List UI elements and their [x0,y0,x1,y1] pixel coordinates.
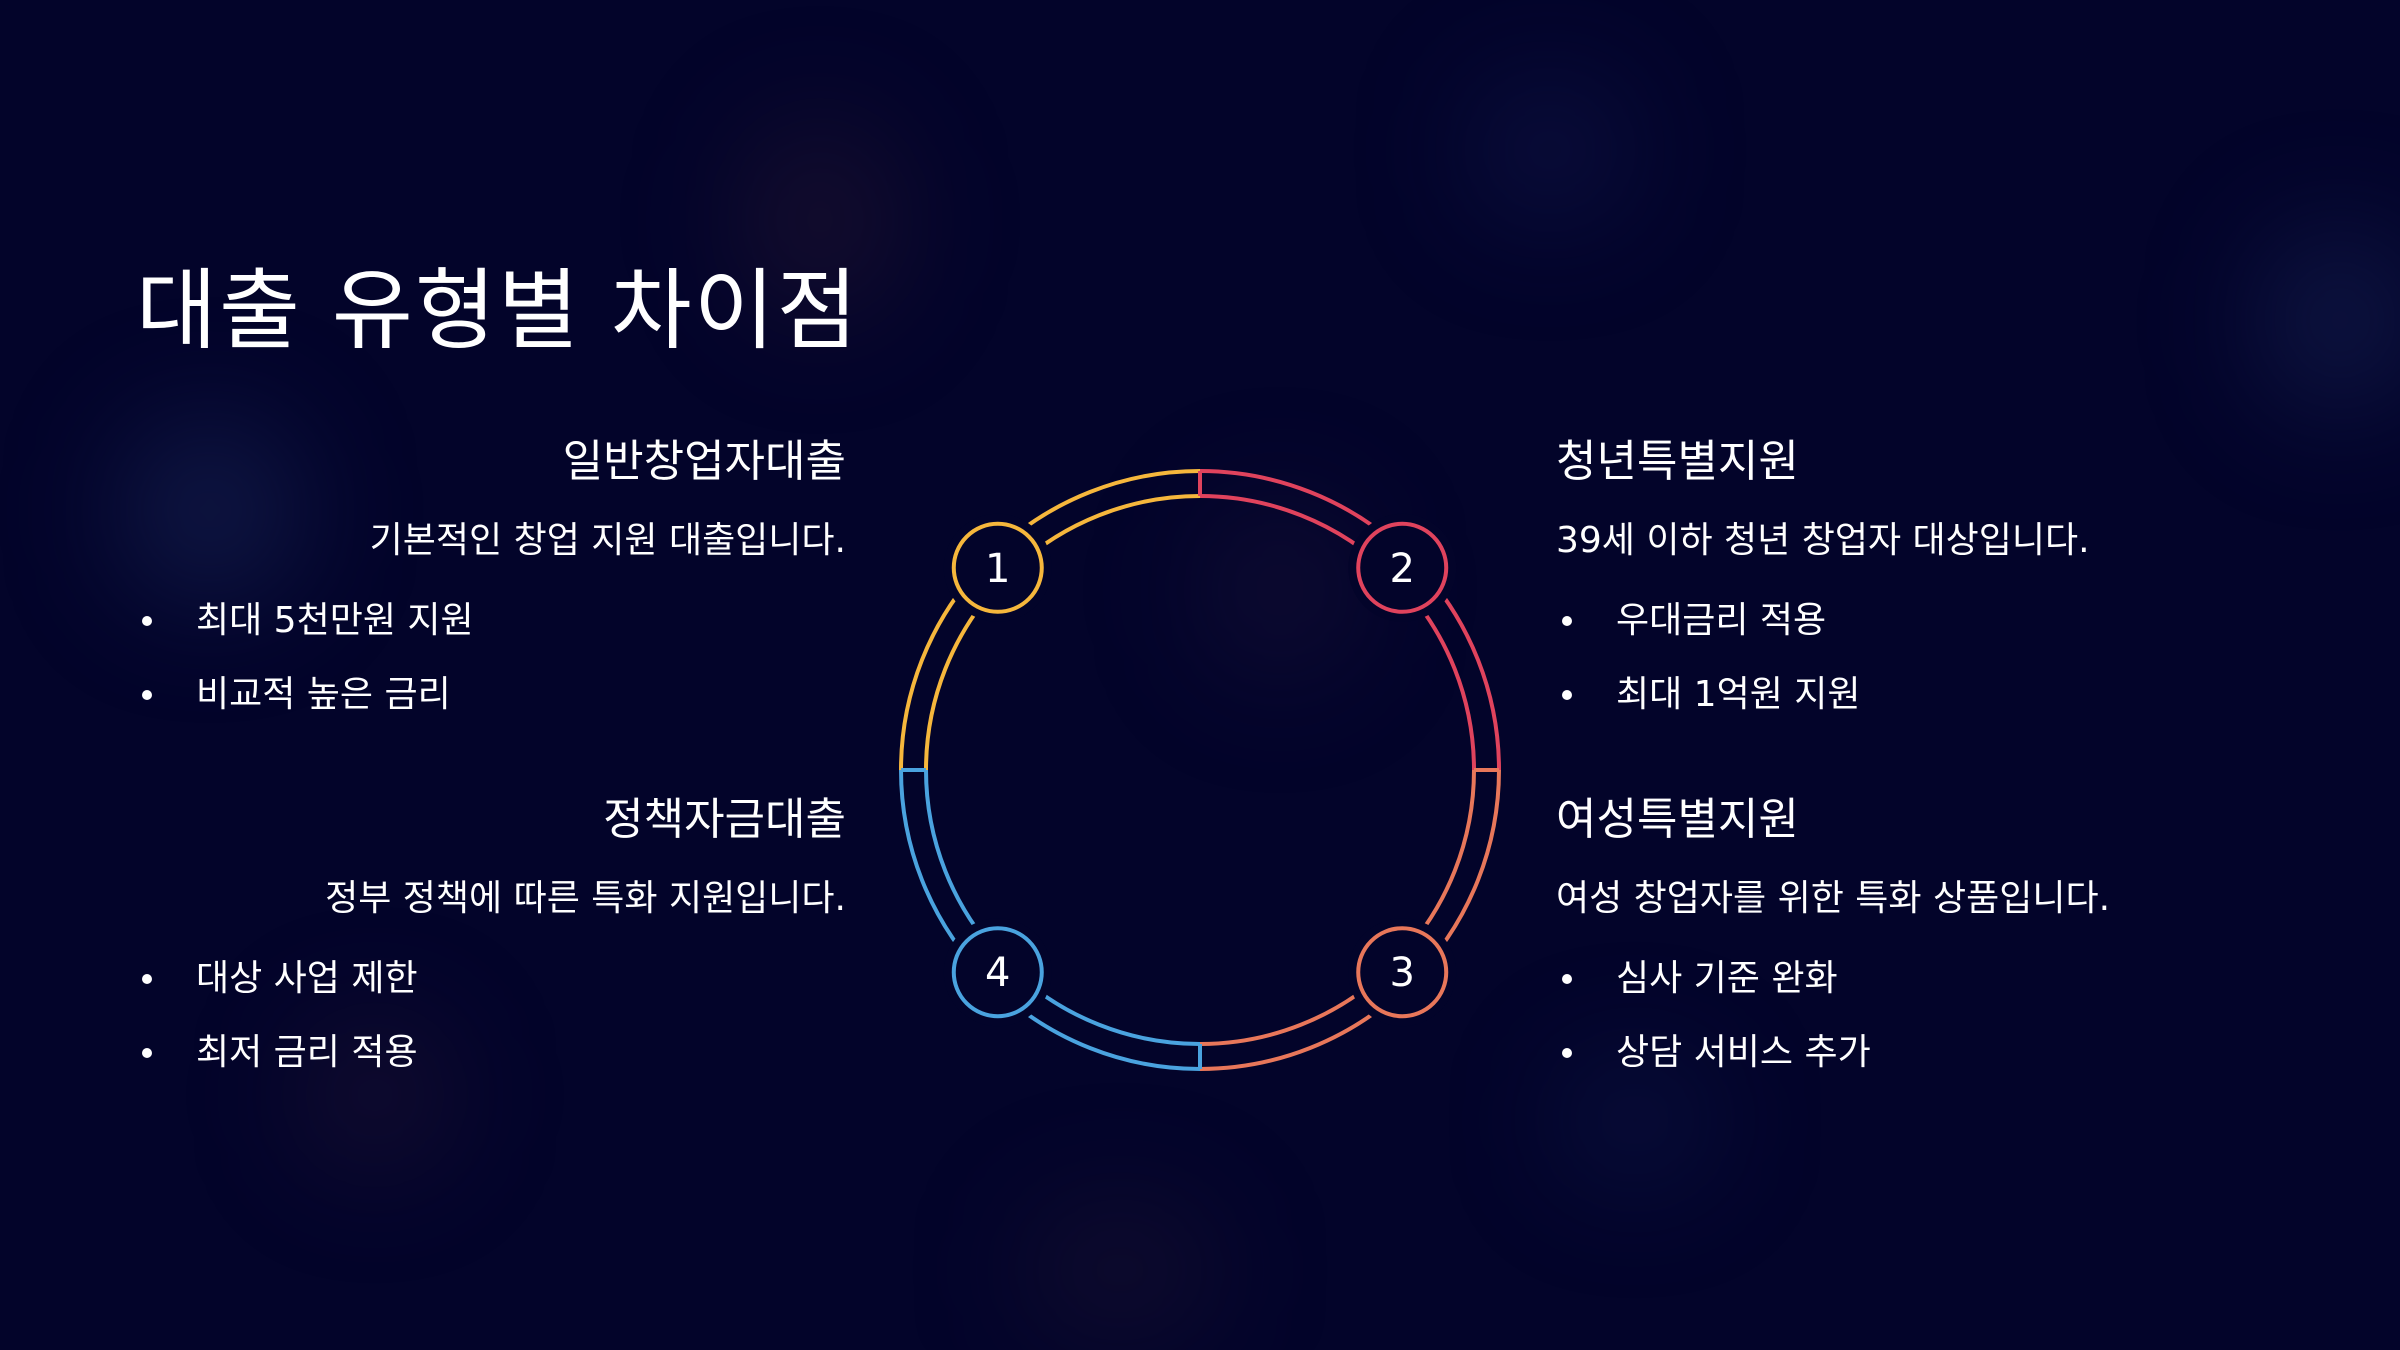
bullet-icon [142,616,152,626]
list-item: 최저 금리 적용 [136,1028,846,1078]
bullet-icon [1562,616,1572,626]
loan-type-title: 정책자금대출 [603,794,846,845]
feature-list: 심사 기준 완화 상담 서비스 추가 [1556,954,2266,1078]
list-item: 우대금리 적용 [1556,596,2266,646]
bullet-icon [142,690,152,700]
ring-segment-outer [899,769,1201,1071]
loan-type-title: 청년특별지원 [1556,436,1799,487]
list-item: 비교적 높은 금리 [136,670,846,720]
step-number: 3 [1390,950,1415,996]
list-item-text: 대상 사업 제한 [196,958,418,999]
loan-type-description: 기본적인 창업 지원 대출입니다. [369,520,846,561]
loan-type-description: 여성 창업자를 위한 특화 상품입니다. [1556,878,2111,919]
feature-list: 최대 5천만원 지원 비교적 높은 금리 [136,596,846,720]
step-number: 2 [1390,546,1415,592]
bullet-icon [142,974,152,984]
page-title: 대출 유형별 차이점 [136,259,860,362]
step-number: 1 [985,546,1010,592]
loan-type-title: 일반창업자대출 [562,436,846,487]
list-item-text: 최대 5천만원 지원 [196,600,474,641]
step-node [951,926,1044,1019]
loan-type-policy: 정책자금대출 정부 정책에 따른 특화 지원입니다. 대상 사업 제한 최저 금… [136,792,846,1102]
list-item-text: 비교적 높은 금리 [196,674,451,715]
loan-type-description: 정부 정책에 따른 특화 지원입니다. [325,878,846,919]
step-node [1356,521,1449,614]
bullet-icon [1562,1048,1572,1058]
step-node [1356,926,1449,1019]
list-item: 대상 사업 제한 [136,954,846,1004]
feature-list: 대상 사업 제한 최저 금리 적용 [136,954,846,1078]
bullet-icon [142,1048,152,1058]
list-item-text: 최저 금리 적용 [196,1032,418,1073]
ring-segment-outer [1199,769,1501,1071]
list-item: 상담 서비스 추가 [1556,1028,2266,1078]
list-item: 최대 1억원 지원 [1556,670,2266,720]
loan-type-women: 여성특별지원 여성 창업자를 위한 특화 상품입니다. 심사 기준 완화 상담 … [1556,792,2266,1102]
list-item-text: 최대 1억원 지원 [1616,674,1861,715]
list-item: 최대 5천만원 지원 [136,596,846,646]
list-item-text: 우대금리 적용 [1616,600,1827,641]
ring-segment-outer [899,469,1201,771]
loan-type-youth: 청년특별지원 39세 이하 청년 창업자 대상입니다. 우대금리 적용 최대 1… [1556,434,2266,744]
loan-type-general: 일반창업자대출 기본적인 창업 지원 대출입니다. 최대 5천만원 지원 비교적… [136,434,846,744]
step-node [951,521,1044,614]
list-item-text: 심사 기준 완화 [1616,958,1838,999]
bullet-icon [1562,974,1572,984]
list-item: 심사 기준 완화 [1556,954,2266,1004]
bullet-icon [1562,690,1572,700]
loan-type-description: 39세 이하 청년 창업자 대상입니다. [1556,520,2090,561]
ring-segment-outer [1199,469,1501,771]
list-item-text: 상담 서비스 추가 [1616,1032,1871,1073]
step-number: 4 [985,950,1010,996]
loan-type-title: 여성특별지원 [1556,794,1799,845]
feature-list: 우대금리 적용 최대 1억원 지원 [1556,596,2266,720]
